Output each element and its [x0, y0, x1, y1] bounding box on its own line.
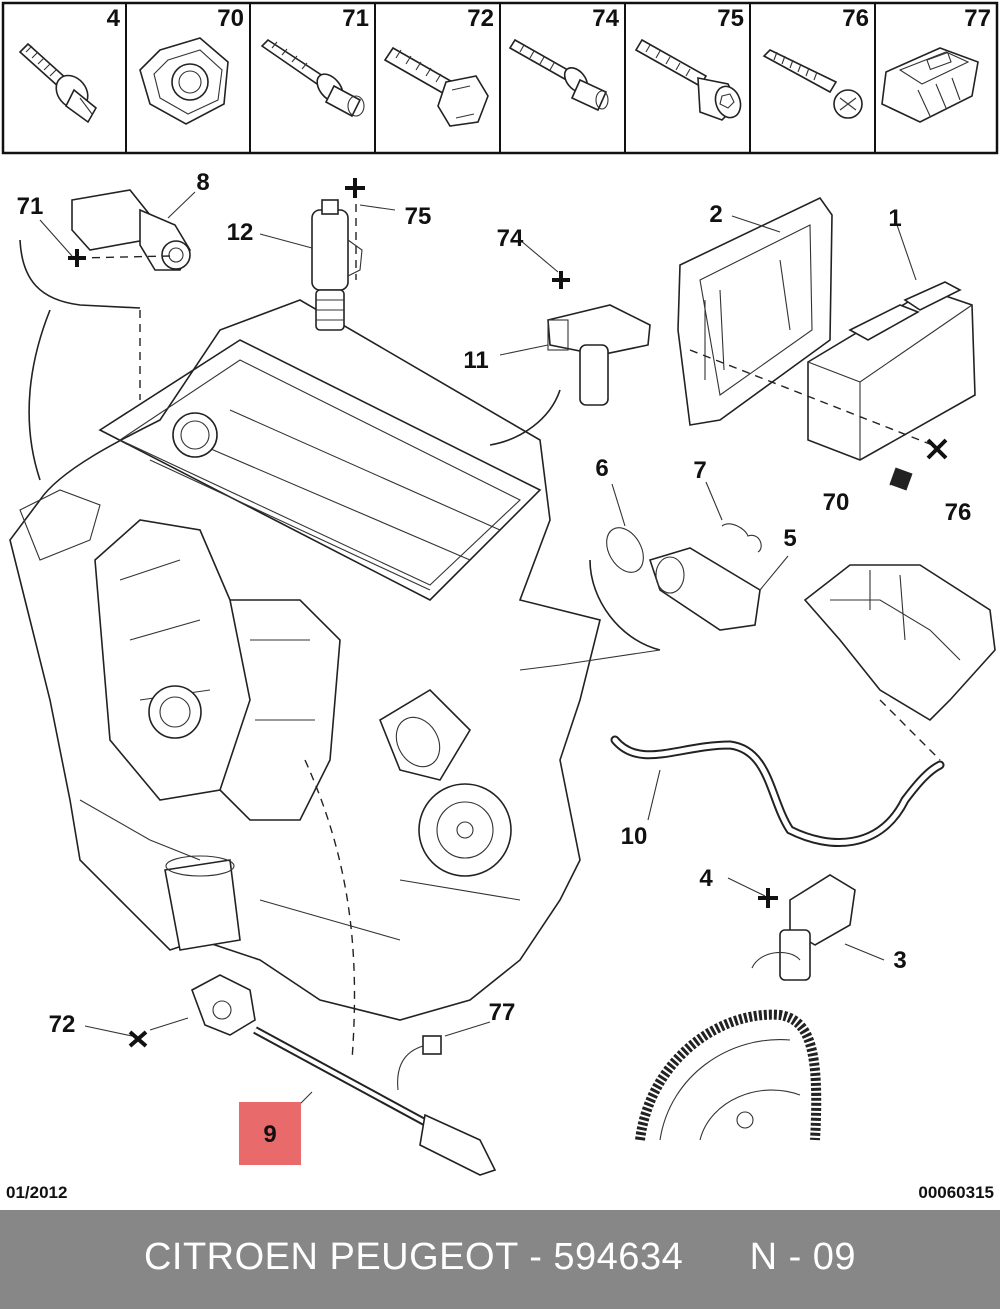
fastener-number-75: 75: [717, 5, 744, 32]
flange-bolt-icon: [18, 42, 98, 124]
fastener-marks: [68, 178, 948, 1048]
callout-6: 6: [595, 455, 608, 482]
callout-12: 12: [227, 219, 254, 246]
callout-71: 71: [17, 193, 44, 220]
engine-block: [9, 299, 601, 1021]
support-tray: [803, 564, 996, 722]
fastener-number-4: 4: [107, 5, 121, 32]
footer-ref: N - 09: [749, 1236, 857, 1278]
callout-75: 75: [405, 203, 432, 230]
part-8-sensor: [71, 189, 191, 271]
part-10-harness: [610, 735, 945, 847]
part-9-knock-sensor: [191, 974, 497, 1176]
fastener-number-74: 74: [592, 5, 619, 32]
callout-3: 3: [893, 947, 906, 974]
part-11-sensor: [547, 304, 651, 406]
self-tapping-screw-icon: [762, 49, 863, 119]
footer-caption: CITROEN PEUGEOT - 594634 N - 09: [0, 1236, 1000, 1279]
hex-bolt-icon: [383, 46, 489, 127]
socket-cap-screw-icon: [634, 38, 742, 121]
callout-numbers: 71 8 12 75 74 11 2 1 70 76 6 7 5 10 4 3 …: [17, 169, 972, 1038]
date-code: 01/2012: [6, 1183, 67, 1202]
footer-part-number: 594634: [553, 1236, 684, 1278]
callout-5: 5: [783, 525, 796, 552]
footer-bar: [0, 1210, 1000, 1309]
callout-2: 2: [709, 201, 722, 228]
callout-76: 76: [945, 499, 972, 526]
fastener-number-77: 77: [964, 5, 991, 32]
callout-70: 70: [823, 489, 850, 516]
footer-separator: -: [529, 1236, 543, 1278]
callout-10: 10: [621, 823, 648, 850]
fastener-number-71: 71: [342, 5, 369, 32]
footer-brand: CITROEN PEUGEOT: [143, 1236, 519, 1278]
hex-nut-icon: [139, 37, 229, 125]
flywheel: [635, 1009, 822, 1141]
callout-9: 9: [263, 1121, 276, 1148]
part-77-clip: [422, 1035, 442, 1055]
leader-lines: [19, 190, 941, 1119]
callout-8: 8: [196, 169, 209, 196]
fastener-number-70: 70: [217, 5, 244, 32]
callout-11: 11: [463, 347, 488, 374]
connector-clip-icon: [881, 47, 979, 123]
part-3-crank-sensor: [751, 874, 856, 981]
fastener-table: 4 70 71 72 74 75 76 77: [1, 1, 999, 155]
callout-74: 74: [497, 225, 524, 252]
stud-bolt-icon: [508, 38, 609, 112]
diagram-code: 00060315: [918, 1183, 994, 1202]
callout-72: 72: [49, 1011, 76, 1038]
callout-4: 4: [699, 865, 713, 892]
part-2-bracket: [677, 196, 833, 426]
part-5-temp-sensor: [606, 523, 762, 631]
callout-1: 1: [888, 205, 901, 232]
part-1-ecu: [807, 281, 976, 461]
fastener-number-72: 72: [467, 5, 494, 32]
callout-77: 77: [489, 999, 516, 1026]
fastener-number-76: 76: [842, 5, 869, 32]
screw-with-collar-icon: [260, 38, 365, 118]
callout-7: 7: [693, 457, 706, 484]
highlight-box: [239, 1102, 301, 1165]
part-12-solenoid: [311, 199, 363, 331]
